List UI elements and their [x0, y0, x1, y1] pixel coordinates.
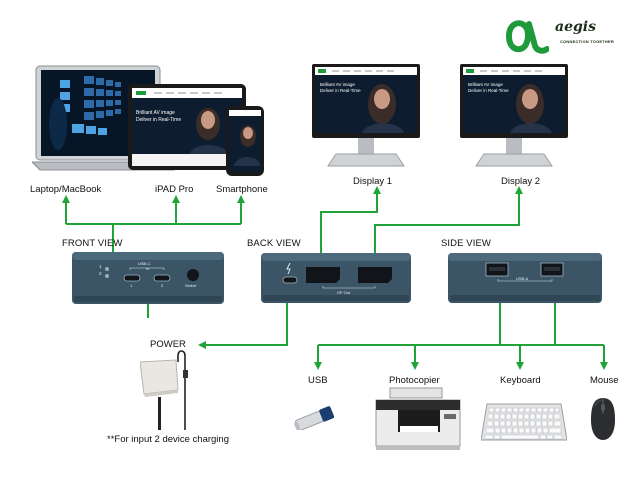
- switch-side-device: [448, 253, 602, 303]
- switch-back-device: [261, 253, 411, 303]
- wire-back-power: [198, 302, 288, 349]
- monitor-icon: [312, 64, 420, 167]
- front-led1-label: 1: [99, 264, 102, 269]
- wire-to-display2: [374, 186, 523, 258]
- switch-front-device: [72, 252, 224, 304]
- side-view-label: SIDE VIEW: [441, 238, 491, 249]
- back-view-label: BACK VIEW: [247, 238, 301, 249]
- power-adapter-icon: [140, 350, 188, 430]
- wire-to-display1: [320, 186, 381, 258]
- photocopier-label: Photocopier: [389, 375, 440, 386]
- aegis-logo-icon: [505, 20, 549, 54]
- printer-icon: [375, 387, 461, 450]
- svg-text:Deliver in Real-Time: Deliver in Real-Time: [136, 117, 181, 123]
- back-dp-label: DP Out: [337, 290, 351, 295]
- smartphone-label: Smartphone: [216, 184, 268, 195]
- laptop-label: Laptop/MacBook: [30, 184, 102, 195]
- front-led2-label: 2: [99, 271, 102, 276]
- brand-name: aegis: [555, 19, 596, 35]
- power-note: **For input 2 device charging: [107, 434, 229, 445]
- display2-screen-text: Brilliant AV image Deliver in Real-Time: [468, 82, 509, 93]
- svg-text:Brilliant AV image: Brilliant AV image: [136, 110, 175, 116]
- side-usba-label: USB-A: [516, 276, 529, 281]
- keyboard-label: Keyboard: [500, 375, 541, 386]
- display1-label: Display 1: [353, 176, 393, 187]
- mouse-icon: [591, 398, 615, 440]
- front-view-label: FRONT VIEW: [62, 238, 123, 249]
- usb-label: USB: [308, 375, 328, 386]
- mouse-label: Mouse: [590, 375, 619, 386]
- keyboard-icon: [481, 403, 567, 441]
- power-label: POWER: [150, 339, 186, 350]
- front-in-label: In: [146, 266, 150, 271]
- usb-drive-icon: [293, 406, 335, 430]
- ipad-label: iPAD Pro: [155, 184, 194, 195]
- smartphone-icon: [226, 106, 264, 176]
- display2-label: Display 2: [501, 176, 541, 187]
- front-usbc-label: USB-C: [138, 261, 151, 266]
- tablet-icon: Brilliant AV image Deliver in Real-Time: [128, 84, 246, 170]
- monitor-icon: [460, 64, 568, 167]
- brand-tagline: CONNECTION TOGETHER: [560, 39, 614, 44]
- front-select-label: Select: [185, 283, 197, 288]
- front-port1-label: 1: [130, 283, 133, 288]
- front-port2-label: 2: [161, 283, 164, 288]
- display1-screen-text: Brilliant AV image Deliver in Real-Time: [320, 82, 361, 93]
